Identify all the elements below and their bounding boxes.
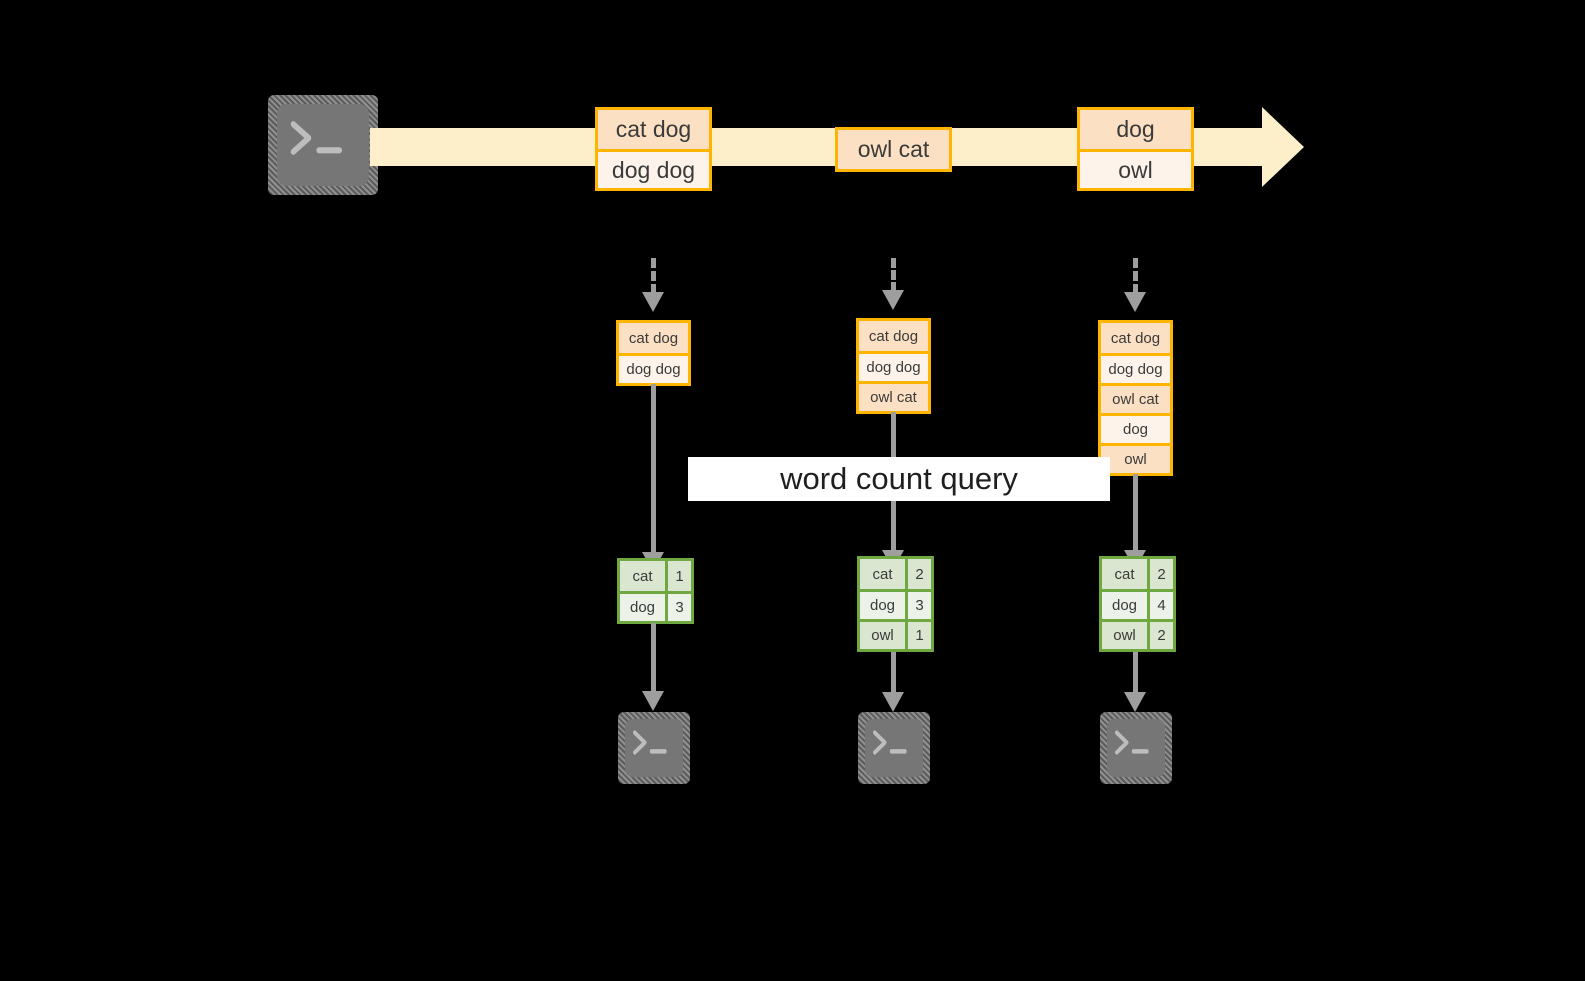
terminal-prompt-icon [628,726,678,759]
materialize-connector [1133,258,1138,294]
materialize-connector [651,258,656,294]
terminal-prompt-icon [868,726,918,759]
result-word: owl [860,622,905,649]
result-count: 4 [1147,592,1173,619]
stream-event: dog [1080,110,1191,149]
terminal-prompt-icon [283,115,360,161]
result-word: cat [1102,559,1147,589]
output-connector-head [882,692,904,712]
result-t1[interactable]: cat 1 dog 3 [617,558,694,624]
output-connector-head [642,691,664,711]
result-count: 1 [905,622,931,649]
result-count: 3 [905,592,931,619]
result-word: owl [1102,622,1147,649]
table-row: cat 1 [620,561,691,591]
stream-event: cat dog [598,110,709,149]
table-row: owl 1 [860,619,931,649]
result-count: 2 [1147,559,1173,589]
terminal-screen [865,719,923,777]
result-word: cat [860,559,905,589]
snapshot-row: dog dog [859,351,928,381]
result-count: 3 [665,594,691,621]
terminal-icon-source[interactable] [268,95,378,195]
stream-group-3[interactable]: dog owl [1077,107,1194,191]
table-row: cat 2 [860,559,931,589]
output-connector [651,623,656,695]
terminal-screen [1107,719,1165,777]
snapshot-row: dog [1101,413,1170,443]
table-row: cat 2 [1102,559,1173,589]
snapshot-row: dog dog [619,353,688,383]
stream-event: owl cat [838,130,949,169]
materialize-connector-head [1124,292,1146,312]
result-t3[interactable]: cat 2 dog 4 owl 2 [1099,556,1176,652]
snapshot-t2[interactable]: cat dog dog dog owl cat [856,318,931,414]
output-connector [1133,652,1138,696]
stream-event: dog dog [598,149,709,188]
terminal-icon-sink-2[interactable] [858,712,930,784]
terminal-icon-sink-1[interactable] [618,712,690,784]
snapshot-t1[interactable]: cat dog dog dog [616,320,691,386]
stream-group-2[interactable]: owl cat [835,127,952,172]
output-connector-head [1124,692,1146,712]
result-count: 2 [1147,622,1173,649]
snapshot-row: owl cat [1101,383,1170,413]
snapshot-row: cat dog [619,323,688,353]
result-word: dog [620,594,665,621]
snapshot-row: owl cat [859,381,928,411]
query-connector [651,384,656,556]
table-row: owl 2 [1102,619,1173,649]
result-t2[interactable]: cat 2 dog 3 owl 1 [857,556,934,652]
terminal-icon-sink-3[interactable] [1100,712,1172,784]
query-connector [1133,474,1138,554]
materialize-connector [891,258,896,292]
result-word: dog [1102,592,1147,619]
snapshot-row: dog dog [1101,353,1170,383]
terminal-screen [625,719,683,777]
snapshot-t3[interactable]: cat dog dog dog owl cat dog owl [1098,320,1173,476]
stream-arrow-head [1262,107,1304,187]
result-count: 1 [665,561,691,591]
snapshot-row: cat dog [859,321,928,351]
table-row: dog 4 [1102,589,1173,619]
result-word: cat [620,561,665,591]
query-label-band: word count query [688,457,1110,501]
snapshot-row: cat dog [1101,323,1170,353]
table-row: dog 3 [860,589,931,619]
stream-event: owl [1080,149,1191,188]
materialize-connector-head [642,292,664,312]
stream-group-1[interactable]: cat dog dog dog [595,107,712,191]
table-row: dog 3 [620,591,691,621]
result-count: 2 [905,559,931,589]
result-word: dog [860,592,905,619]
terminal-screen [277,104,369,186]
output-connector [891,652,896,696]
materialize-connector-head [882,290,904,310]
query-label-text: word count query [780,461,1018,496]
terminal-prompt-icon [1110,726,1160,759]
snapshot-row: owl [1101,443,1170,473]
